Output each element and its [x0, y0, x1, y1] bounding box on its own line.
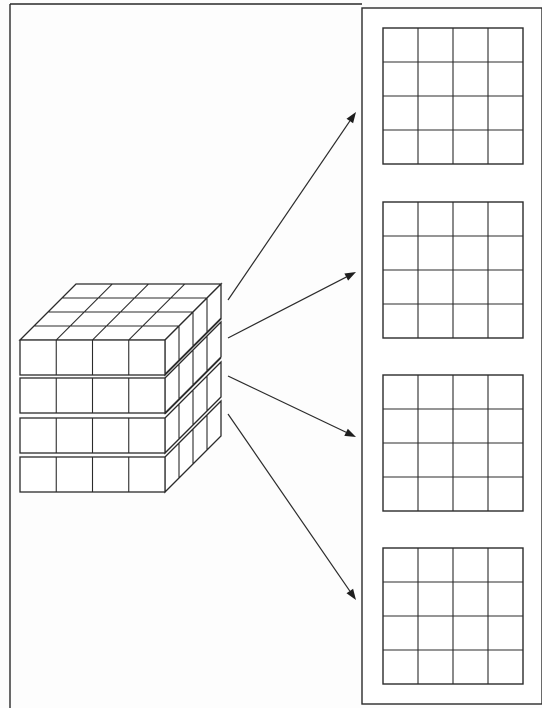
- slice-arrow-head: [347, 589, 357, 600]
- slice-arrow: [228, 414, 356, 600]
- slice-arrows: [228, 112, 356, 600]
- slice-grid: [383, 375, 523, 511]
- slice-arrow-head: [347, 112, 357, 123]
- slice-arrow-shaft: [228, 121, 350, 300]
- slice-grid: [383, 202, 523, 338]
- slice-arrow-shaft: [228, 376, 346, 432]
- slice-arrow-head: [344, 272, 356, 281]
- slice-arrow: [228, 272, 356, 338]
- stacked-cube: [20, 284, 221, 492]
- slice-arrow-shaft: [228, 414, 350, 591]
- slice-grid: [383, 548, 523, 684]
- slice-grid: [383, 28, 523, 164]
- slice-arrow-shaft: [228, 277, 346, 338]
- slice-arrow: [228, 376, 356, 437]
- slice-arrow: [228, 112, 356, 300]
- slice-arrow-head: [344, 429, 356, 437]
